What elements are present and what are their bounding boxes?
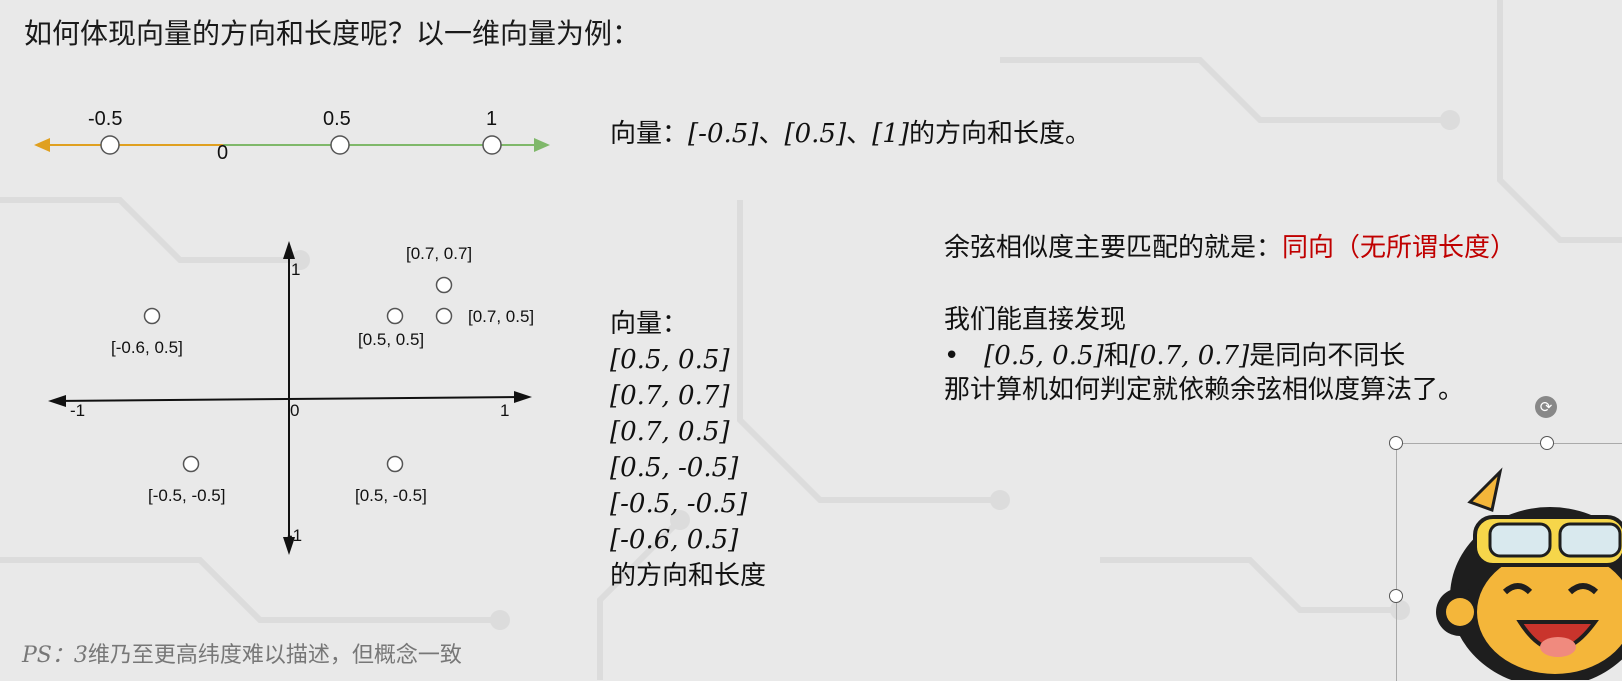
point-0.5-0.5 bbox=[386, 307, 404, 325]
vectors-2d-list: 向量： [0.5, 0.5] [0.7, 0.7] [0.7, 0.5] [0.… bbox=[610, 306, 766, 594]
list-item: [-0.5, -0.5] bbox=[610, 489, 748, 519]
point-0.7-0.7 bbox=[435, 276, 453, 294]
origin-label: 0 bbox=[290, 401, 300, 420]
point-one bbox=[482, 135, 502, 155]
point-neg-half bbox=[100, 135, 120, 155]
number-line bbox=[34, 135, 550, 155]
list-heading: 向量： bbox=[610, 309, 689, 339]
resize-handle-left[interactable] bbox=[1389, 589, 1403, 603]
arrow-right-icon bbox=[514, 391, 532, 403]
label-one: 1 bbox=[486, 108, 498, 130]
point-label: [0.7, 0.7] bbox=[406, 244, 473, 263]
arrow-right-icon bbox=[534, 138, 550, 152]
resize-handle-top[interactable] bbox=[1540, 436, 1554, 450]
cosine-highlight: 同向（无所谓长度） bbox=[1282, 233, 1517, 263]
label-zero: 0 bbox=[217, 142, 229, 164]
mascot-face bbox=[1477, 550, 1622, 674]
point-label: [0.7, 0.5] bbox=[468, 307, 535, 326]
x-pos-label: 1 bbox=[500, 401, 510, 420]
list-item: [0.7, 0.7] bbox=[610, 381, 730, 411]
label-half: 0.5 bbox=[323, 108, 351, 130]
page-title: 如何体现向量的方向和长度呢？以一维向量为例： bbox=[24, 17, 641, 50]
point-label: [-0.5, -0.5] bbox=[148, 486, 226, 505]
point-half bbox=[330, 135, 350, 155]
arrow-up-icon bbox=[283, 241, 295, 259]
point-label: [0.5, -0.5] bbox=[355, 486, 427, 505]
label-neg-half: -0.5 bbox=[88, 108, 123, 130]
arrow-left-icon bbox=[34, 138, 50, 152]
cosine-conclusion: 那计算机如何判定就依赖余弦相似度算法了。 bbox=[944, 375, 1465, 405]
point-label: [0.5, 0.5] bbox=[358, 330, 425, 349]
ps-note: PS：3维乃至更高纬度难以描述，但概念一致 bbox=[22, 643, 462, 668]
list-item: [0.7, 0.5] bbox=[610, 417, 730, 447]
arrow-down-icon bbox=[283, 537, 295, 555]
image-selection-frame[interactable] bbox=[1396, 443, 1622, 681]
y-neg-label: -1 bbox=[287, 526, 303, 545]
point-neg0.5-neg0.5 bbox=[182, 455, 200, 473]
y-pos-label: 1 bbox=[291, 260, 301, 279]
rotate-handle-icon[interactable]: ⟳ bbox=[1535, 396, 1557, 418]
list-footer: 的方向和长度 bbox=[610, 561, 767, 591]
point-0.7-0.5 bbox=[435, 307, 453, 325]
list-item: [0.5, -0.5] bbox=[610, 453, 739, 483]
arrow-left-icon bbox=[48, 395, 66, 407]
point-0.5-neg0.5 bbox=[386, 455, 404, 473]
bullet-dot-icon: • bbox=[944, 341, 960, 371]
resize-handle-top-left[interactable] bbox=[1389, 436, 1403, 450]
list-item: [-0.6, 0.5] bbox=[610, 525, 739, 555]
cosine-intro: 余弦相似度主要匹配的就是：同向（无所谓长度） bbox=[944, 233, 1517, 263]
vectors-1d-text: 向量：[-0.5]、[0.5]、[1]的方向和长度。 bbox=[610, 119, 1091, 149]
list-item: [0.5, 0.5] bbox=[610, 345, 730, 375]
mascot-image[interactable] bbox=[1430, 462, 1622, 680]
coordinate-plane bbox=[48, 241, 532, 555]
x-neg-label: -1 bbox=[70, 401, 86, 420]
point-label: [-0.6, 0.5] bbox=[111, 338, 183, 357]
cosine-bullet: • [0.5, 0.5]和[0.7, 0.7]是同向不同长 bbox=[944, 341, 1406, 371]
point-neg0.6-0.5 bbox=[143, 307, 161, 325]
cosine-find: 我们能直接发现 bbox=[944, 305, 1127, 335]
